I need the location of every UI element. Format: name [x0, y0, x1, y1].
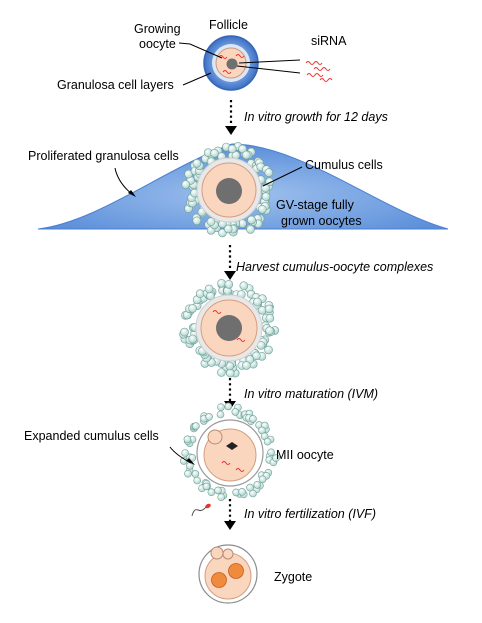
cumulus-cell	[264, 168, 274, 177]
cumulus-cell	[193, 476, 201, 485]
step-growth-label: In vitro growth for 12 days	[244, 110, 388, 124]
cumulus-cell	[253, 297, 262, 307]
oocyte-icon	[196, 157, 262, 223]
cumulus-cell	[253, 481, 262, 489]
cumulus-cell	[242, 150, 251, 160]
cumulus-cell	[181, 180, 190, 189]
cumulus-cell-cluster	[180, 402, 280, 502]
cumulus-cell	[238, 487, 246, 496]
cumulus-cell	[257, 205, 267, 214]
cumulus-cell	[210, 148, 219, 158]
cumulus-cell	[249, 415, 257, 423]
cumulus-cell	[263, 437, 272, 446]
cumulus-cell	[246, 483, 254, 492]
cumulus-cell	[205, 412, 213, 421]
cumulus-cell	[265, 313, 275, 323]
cumulus-cell	[188, 453, 197, 462]
cumulus-cell	[239, 281, 249, 291]
follicle-label: Follicle	[209, 18, 248, 32]
step-ivf-label: In vitro fertilization (IVF)	[244, 507, 376, 521]
cumulus-pointer	[262, 166, 303, 187]
oocyte-icon	[196, 419, 264, 487]
cumulus-cells-label: Cumulus cells	[305, 158, 383, 172]
gv-stage-label-2: grown oocytes	[281, 214, 362, 228]
cumulus-cell	[217, 368, 226, 377]
cumulus-cell	[216, 410, 225, 419]
cumulus-cell	[252, 351, 261, 361]
proliferated-label: Proliferated granulosa cells	[28, 149, 179, 163]
zygote-label: Zygote	[274, 570, 312, 584]
cumulus-cell	[217, 403, 225, 412]
cumulus-cell	[223, 224, 233, 234]
cumulus-cell	[192, 216, 202, 226]
zygote-icon	[198, 544, 258, 604]
cumulus-cell	[214, 486, 222, 495]
mii-oocyte-label: MII oocyte	[276, 448, 334, 462]
cumulus-cell	[217, 493, 225, 502]
cumulus-cell	[204, 284, 214, 294]
cumulus-cell	[226, 368, 235, 378]
growing-oocyte-pointer	[178, 42, 223, 59]
step-harvest-label: Harvest cumulus-oocyte complexes	[236, 260, 433, 274]
expanded-cumulus-label: Expanded cumulus cells	[24, 429, 159, 443]
down-arrow-icon	[224, 499, 236, 530]
sirna-pointer-1	[238, 59, 301, 64]
cumulus-cell	[242, 361, 251, 370]
cumulus-cell	[227, 144, 237, 154]
cumulus-cell	[264, 304, 274, 314]
cumulus-cell	[183, 435, 192, 444]
cumulus-cell	[224, 402, 233, 411]
cumulus-cell	[192, 159, 202, 168]
cumulus-cell	[188, 334, 197, 344]
cumulus-cell	[272, 454, 280, 462]
cumulus-cell	[207, 488, 216, 497]
cumulus-cell	[267, 448, 275, 457]
cumulus-cell	[247, 215, 256, 225]
pointer-head	[186, 458, 195, 465]
follicle-icon	[203, 35, 259, 91]
cumulus-cell	[184, 469, 192, 478]
cumulus-cell	[202, 482, 211, 491]
down-arrow-icon	[225, 100, 237, 135]
cumulus-cell	[188, 304, 197, 313]
granulosa-pointer	[182, 72, 212, 86]
cumulus-cell	[261, 192, 271, 201]
step-ivm-label: In vitro maturation (IVM)	[244, 387, 378, 401]
cumulus-cell	[264, 345, 273, 355]
down-arrow-icon	[224, 245, 236, 280]
cumulus-cell	[258, 475, 267, 484]
cumulus-cell	[217, 278, 226, 288]
growing-oocyte-label-1: Growing	[134, 22, 181, 36]
pointer-head	[128, 190, 136, 197]
cumulus-cell	[180, 327, 189, 337]
cumulus-cell	[246, 225, 255, 234]
cumulus-cell	[192, 422, 200, 430]
granulosa-layers-label: Granulosa cell layers	[57, 78, 174, 92]
cumulus-cell	[224, 279, 234, 289]
oocyte-icon	[195, 294, 263, 362]
cumulus-cell	[181, 449, 189, 457]
sperm-icon	[191, 503, 211, 517]
cumulus-cell	[265, 326, 274, 336]
growing-oocyte-label-2: oocyte	[139, 37, 176, 51]
sirna-label: siRNA	[311, 34, 347, 48]
cumulus-cell	[231, 408, 240, 416]
cumulus-cell	[206, 217, 216, 226]
sirna-icon	[305, 61, 333, 82]
sirna-pointer-2	[236, 65, 301, 74]
gv-stage-label-1: GV-stage fully	[276, 198, 355, 212]
